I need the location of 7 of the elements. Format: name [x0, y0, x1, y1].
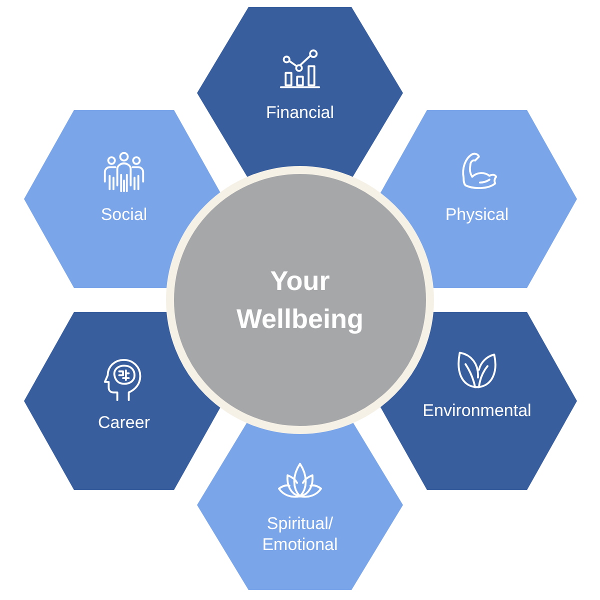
- center-title: Your Wellbeing: [235, 265, 364, 336]
- category-label: Environmental: [422, 400, 532, 420]
- category-label: Spiritual/ Emotional: [261, 513, 339, 555]
- category-label: Career: [98, 412, 150, 432]
- category-label: Social: [100, 204, 148, 224]
- category-label: Physical: [445, 204, 509, 224]
- category-label: Financial: [266, 102, 334, 122]
